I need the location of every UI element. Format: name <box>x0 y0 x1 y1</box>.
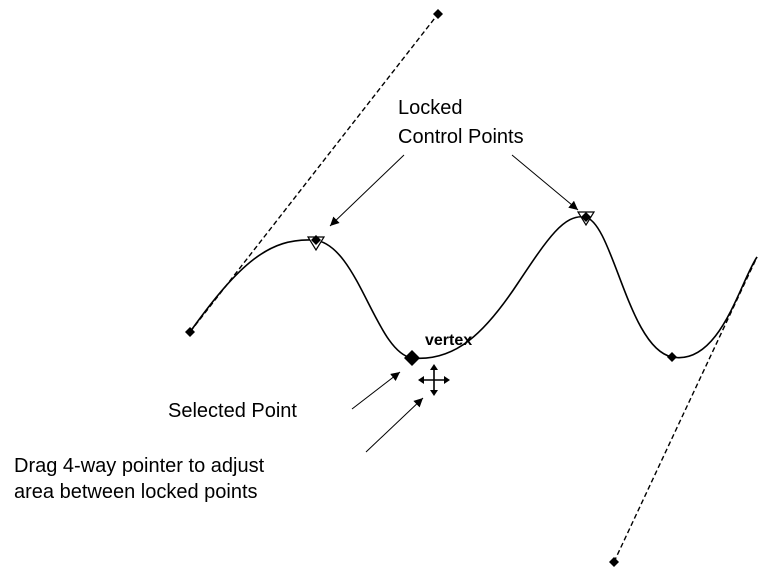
locked-label-line1: Locked <box>398 97 463 119</box>
selected-point[interactable] <box>404 350 420 366</box>
control-point-handle-bottom[interactable] <box>609 557 619 567</box>
locked-arrow-right <box>511 154 579 211</box>
vertex-label: vertex <box>425 332 472 349</box>
right-tangent-line[interactable] <box>613 256 758 563</box>
locked-label-line2: Control Points <box>398 126 524 148</box>
control-point-right[interactable] <box>667 352 677 362</box>
selected-point-arrow <box>351 371 401 410</box>
locked-control-point-1[interactable] <box>311 235 321 245</box>
bezier-curve[interactable] <box>189 216 758 360</box>
left-tangent-line[interactable] <box>189 13 439 333</box>
drag-pointer-arrow <box>365 397 424 453</box>
selected-point-label: Selected Point <box>168 400 297 422</box>
control-point-end-left[interactable] <box>185 327 195 337</box>
drag-label-line1: Drag 4-way pointer to adjust <box>14 455 265 477</box>
drag-label-line2: area between locked points <box>14 481 258 503</box>
locked-control-point-2[interactable] <box>581 212 591 222</box>
four-way-pointer-icon[interactable] <box>418 364 450 396</box>
locked-arrow-left <box>329 154 405 227</box>
control-point-handle-top[interactable] <box>433 9 443 19</box>
